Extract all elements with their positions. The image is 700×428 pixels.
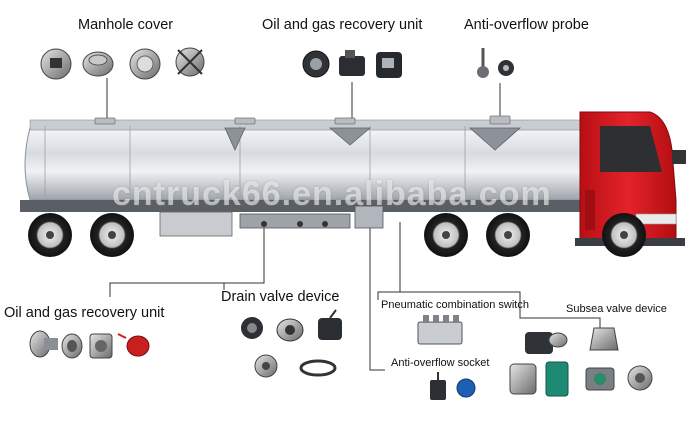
drain-valve-icons xyxy=(241,309,342,378)
coupling-icon xyxy=(61,333,83,359)
subsea-valve-icon xyxy=(585,367,615,391)
valve-icon xyxy=(254,354,278,378)
manhole-cover-icon xyxy=(175,47,205,77)
probe-icon xyxy=(477,48,489,78)
subsea-valve-icon xyxy=(545,361,569,397)
manhole-cover-icons xyxy=(40,47,205,80)
manhole-cover-icon xyxy=(82,51,114,77)
subsea-valve-icons xyxy=(509,327,653,397)
valve-icon xyxy=(276,318,304,342)
manhole-cover-icon xyxy=(129,48,161,80)
label-pneumatic-switch: Pneumatic combination switch xyxy=(381,299,529,311)
gasket-icon xyxy=(299,359,337,377)
valve-icon xyxy=(318,309,342,340)
callout-lines xyxy=(106,78,601,371)
recovery-unit-icons-bottom xyxy=(29,330,150,359)
watermark: cntruck66.en.alibaba.com xyxy=(112,175,552,213)
manhole-cover-icon xyxy=(40,48,72,80)
label-drain-valve: Drain valve device xyxy=(221,289,340,305)
label-manhole-cover: Manhole cover xyxy=(78,17,174,33)
callout-socket xyxy=(369,228,385,371)
subsea-valve-icon xyxy=(627,365,653,391)
socket-cap-icon xyxy=(456,378,476,398)
callout-recovery-bottom xyxy=(109,282,264,297)
probe-icons xyxy=(477,48,514,78)
recovery-unit-icons-top xyxy=(302,50,402,78)
label-anti-overflow-socket: Anti-overflow socket xyxy=(391,357,490,369)
label-oil-gas-recovery-top: Oil and gas recovery unit xyxy=(262,17,423,33)
subsea-valve-icon xyxy=(589,327,619,351)
probe-icon xyxy=(498,60,514,76)
label-subsea-valve: Subsea valve device xyxy=(566,303,667,315)
subsea-valve-icon xyxy=(525,332,553,354)
wheels xyxy=(28,213,646,257)
pneumatic-switch-icon xyxy=(417,315,463,345)
recovery-valve-icon xyxy=(376,52,402,78)
recovery-valve-icon xyxy=(302,50,330,78)
socket-icon xyxy=(430,372,446,400)
tanker-trailer xyxy=(20,115,581,237)
label-anti-overflow-probe: Anti-overflow probe xyxy=(464,17,589,33)
callout-subsea xyxy=(400,291,601,328)
subsea-valve-icon xyxy=(548,332,568,348)
anti-overflow-socket-icons xyxy=(430,372,476,400)
dust-cap-icon xyxy=(117,333,150,357)
coupling-icon xyxy=(29,330,58,358)
valve-icon xyxy=(241,317,263,339)
recovery-valve-icon xyxy=(339,50,365,76)
coupling-icon xyxy=(89,333,113,359)
subsea-valve-icon xyxy=(509,363,537,395)
callout-pneumatic xyxy=(377,222,401,300)
label-oil-gas-recovery-bottom: Oil and gas recovery unit xyxy=(4,305,165,321)
